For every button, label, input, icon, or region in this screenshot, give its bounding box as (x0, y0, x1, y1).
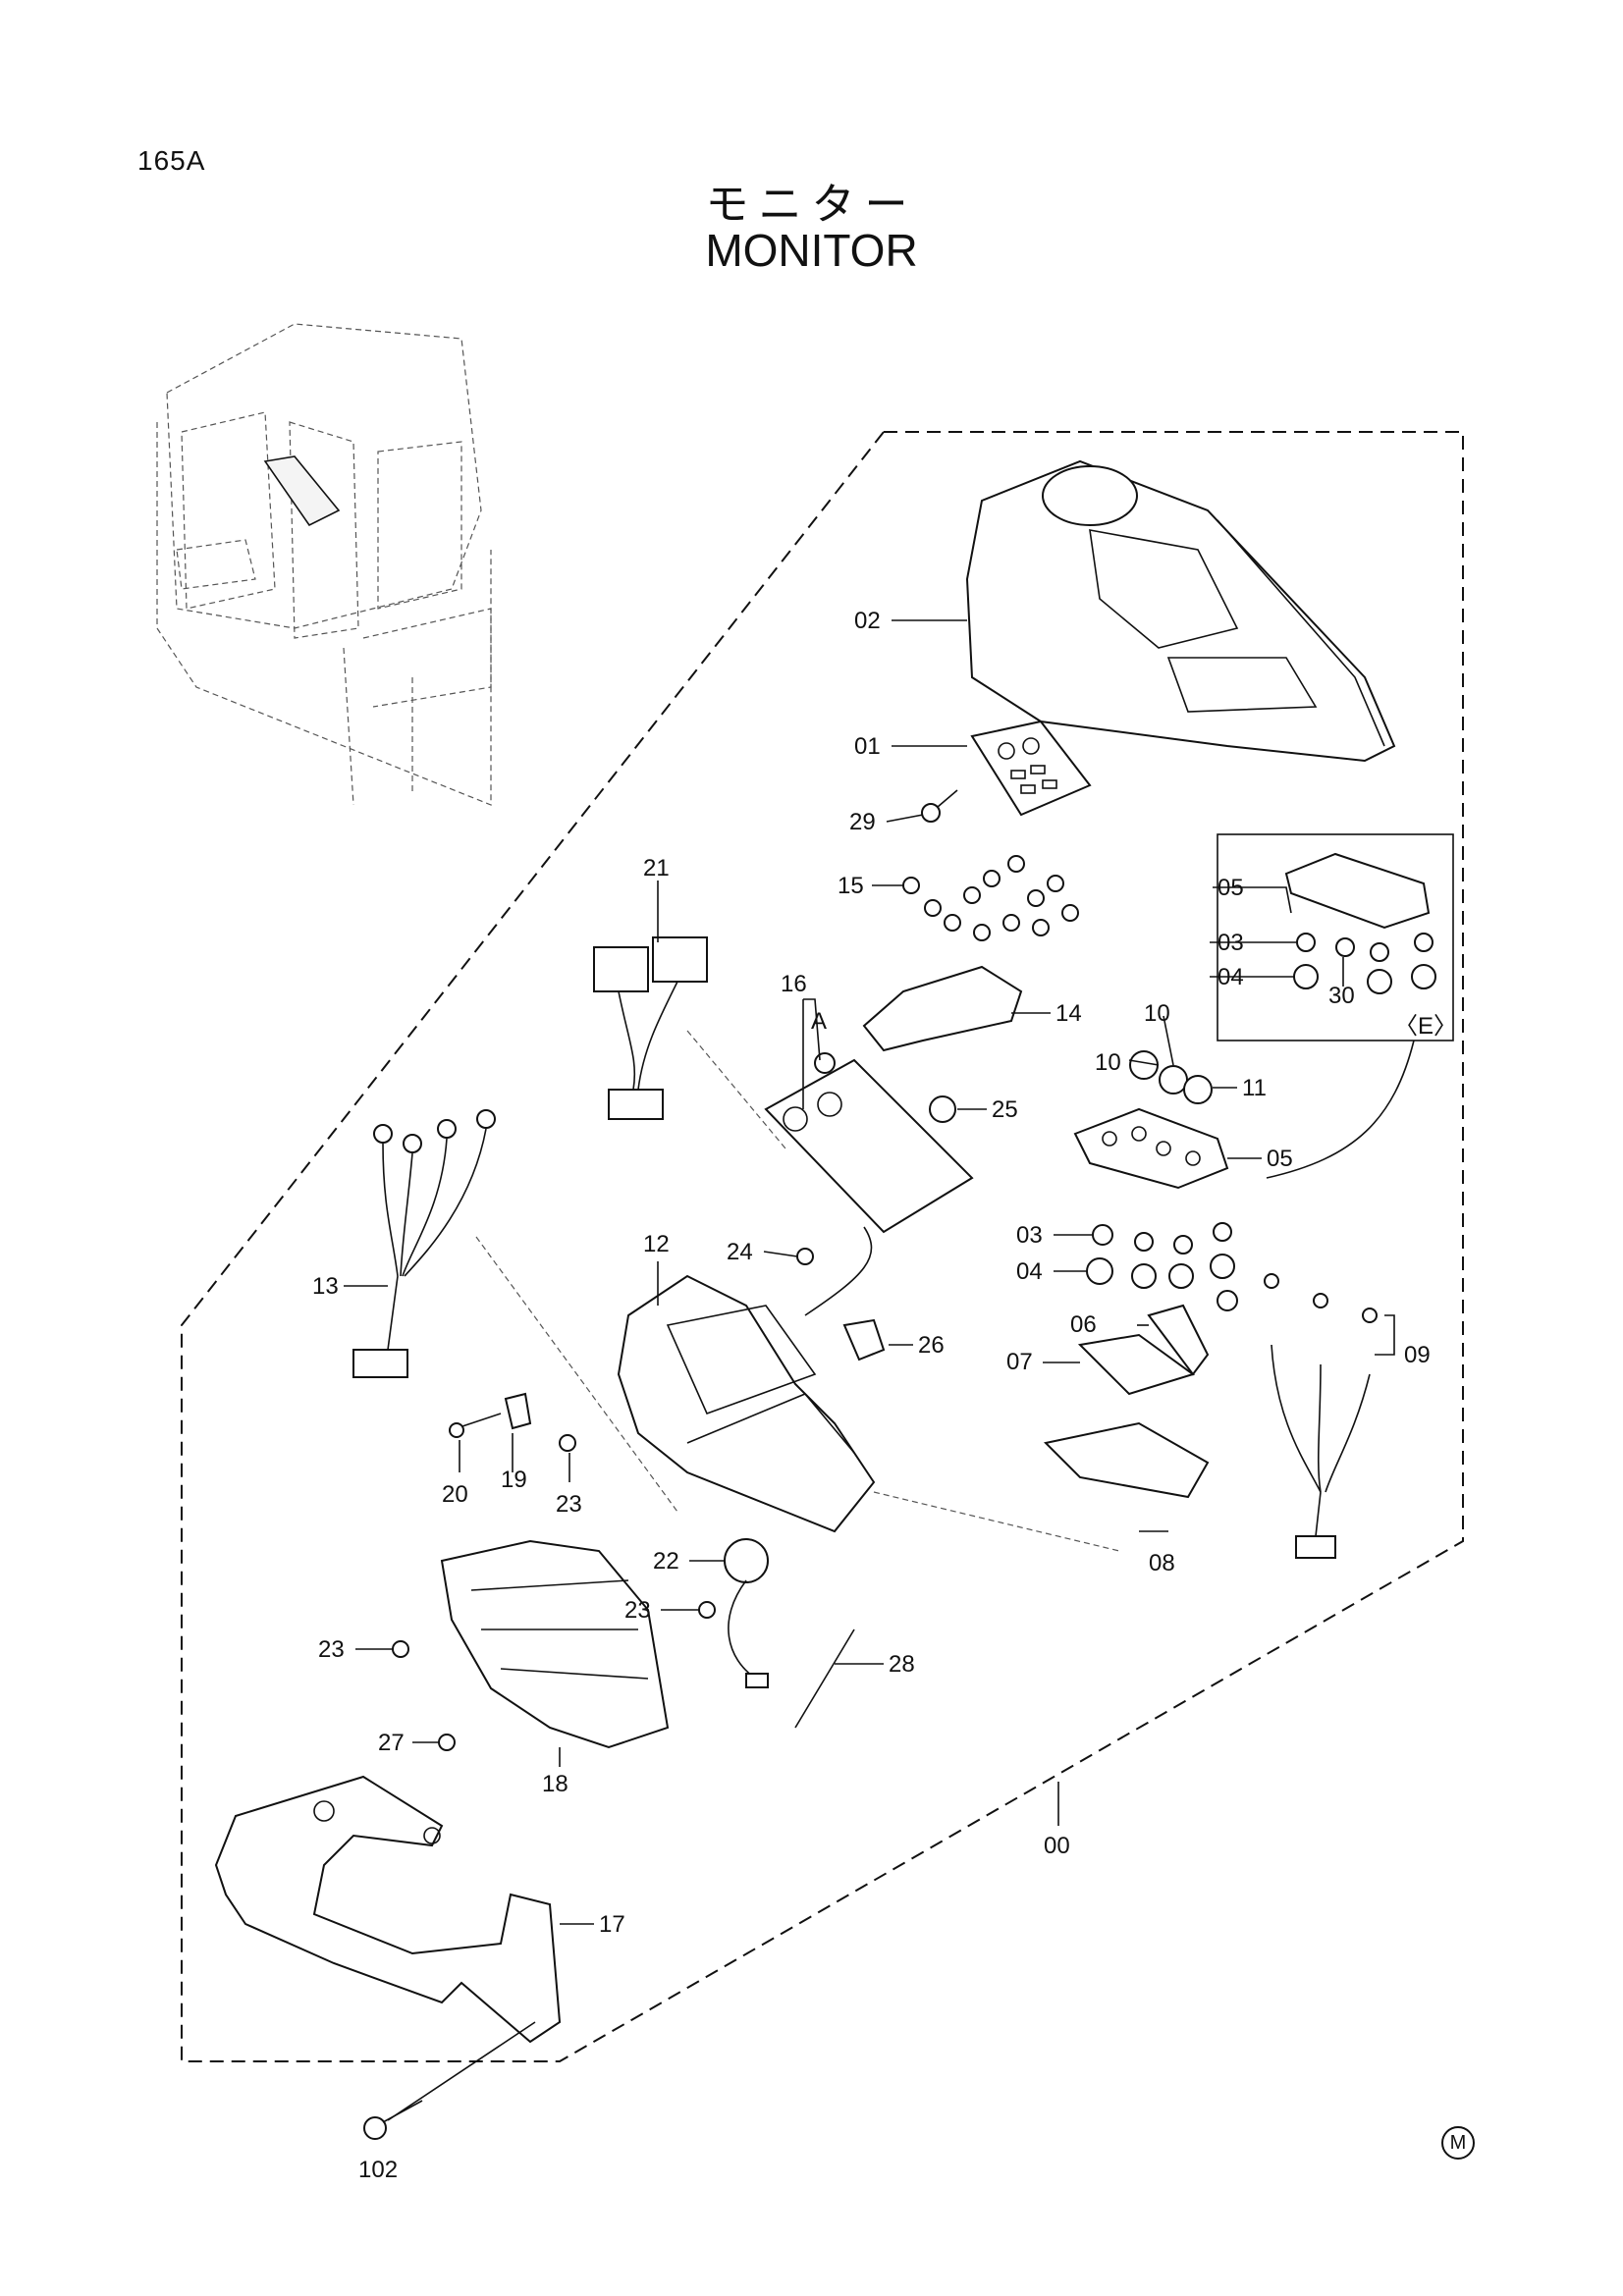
callout-03: 03 (1016, 1222, 1043, 1249)
part-mounting-bracket (214, 1775, 562, 2044)
part-grommets-lower (1086, 1222, 1238, 1311)
callout-29: 29 (849, 809, 876, 835)
part-connector-26 (842, 1318, 886, 1362)
callout-11: 11 (1242, 1075, 1267, 1101)
part-rotary-knobs (1129, 1050, 1213, 1104)
part-board-06 (1147, 1304, 1210, 1376)
maker-mark: M (1441, 2126, 1475, 2160)
callout-26: 26 (918, 1332, 945, 1359)
callout-04: 04 (1016, 1258, 1043, 1285)
assembly-boundary (181, 431, 1464, 2062)
callout-12: 12 (643, 1231, 670, 1257)
callout-18: 18 (542, 1771, 568, 1797)
callout-labels: 02 01 29 21 15 16 A 14 05 03 04 30 〈E〉 1… (312, 608, 1457, 2183)
callout-23c: 23 (318, 1636, 345, 1663)
callout-23a: 23 (556, 1491, 582, 1518)
callout-14: 14 (1055, 1000, 1082, 1027)
callout-13: 13 (312, 1273, 339, 1300)
callout-03-detail: 03 (1217, 930, 1244, 956)
callout-28: 28 (889, 1651, 915, 1678)
part-screw-29 (921, 789, 958, 823)
callout-08: 08 (1149, 1550, 1175, 1576)
part-screw-24 (796, 1248, 814, 1265)
part-screw-20 (456, 1413, 502, 1429)
part-board-08 (1043, 1421, 1210, 1499)
callout-06: 06 (1070, 1311, 1097, 1338)
part-knob-caps (902, 855, 1079, 941)
part-switch-panel (970, 720, 1092, 817)
part-monitor-case (617, 1274, 876, 1533)
part-bulb-A (814, 1052, 836, 1074)
part-harness-09 (1264, 1273, 1378, 1559)
callout-01: 01 (854, 733, 881, 760)
part-screw-23b (698, 1601, 716, 1619)
part-console-cover (965, 459, 1396, 763)
callout-30: 30 (1328, 983, 1355, 1009)
callout-10b: 10 (1095, 1049, 1121, 1076)
page-number: 165A (137, 145, 206, 176)
callout-07: 07 (1006, 1349, 1033, 1375)
part-harness-21 (593, 936, 708, 1120)
callout-21: 21 (643, 855, 670, 881)
part-bulb-harness (352, 1109, 496, 1378)
callout-10a: 10 (1144, 1000, 1170, 1027)
leader-lines (344, 619, 1395, 2121)
title-japanese: モニター (705, 180, 918, 230)
callout-05: 05 (1267, 1146, 1293, 1172)
part-bracket-19 (504, 1392, 532, 1430)
callout-02: 02 (854, 608, 881, 634)
part-bottom-plate (440, 1539, 670, 1749)
callout-23b: 23 (624, 1597, 651, 1624)
callout-25: 25 (992, 1096, 1018, 1123)
part-screw-27 (438, 1734, 456, 1751)
detail-marker-E: 〈E〉 (1394, 1013, 1457, 1040)
part-screw-23c (392, 1640, 409, 1658)
title-english: MONITOR (705, 225, 918, 276)
callout-22: 22 (653, 1548, 679, 1575)
part-switch-housing (1073, 1107, 1229, 1190)
callout-15: 15 (838, 873, 864, 899)
callout-09: 09 (1404, 1342, 1431, 1368)
callout-27: 27 (378, 1730, 405, 1756)
callout-04-detail: 04 (1217, 964, 1244, 990)
callout-19: 19 (501, 1467, 527, 1493)
detail-box-E (1217, 833, 1454, 1179)
part-cap-25 (929, 1095, 956, 1123)
part-bolt-102 (363, 2100, 423, 2140)
callout-05-detail: 05 (1217, 875, 1244, 901)
part-board-07 (1077, 1333, 1196, 1396)
callout-24: 24 (727, 1239, 753, 1265)
part-cable-tie-28 (794, 1629, 855, 1729)
callout-00: 00 (1044, 1833, 1070, 1859)
callout-20: 20 (442, 1481, 468, 1508)
part-buzzer-22 (724, 1538, 769, 1688)
callout-102: 102 (358, 2157, 398, 2183)
part-screw-23a (559, 1434, 576, 1452)
cab-illustration (156, 323, 492, 806)
view-marker-A: A (811, 1008, 827, 1035)
part-circuit-board (764, 1058, 974, 1316)
callout-16: 16 (781, 971, 807, 997)
part-membrane-sheet (862, 965, 1023, 1052)
callout-17: 17 (599, 1911, 625, 1938)
